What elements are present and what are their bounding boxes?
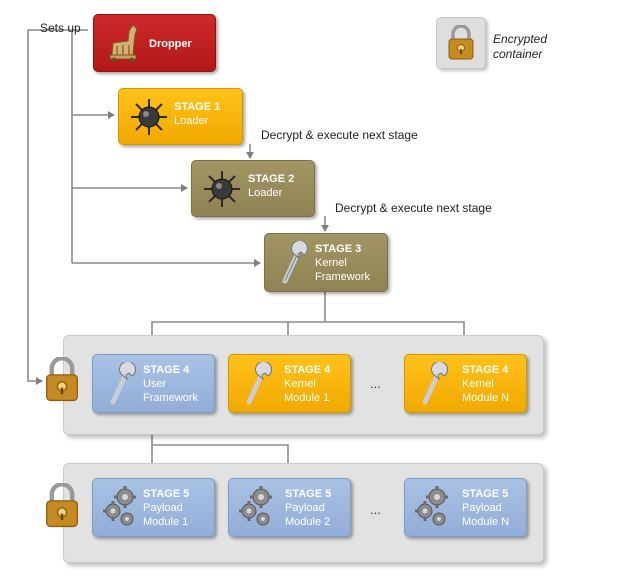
wrench-icon bbox=[246, 362, 272, 405]
stage4-kernel-module-1-box: STAGE 4 Kernel Module 1 bbox=[228, 354, 351, 413]
wrench-icon bbox=[282, 241, 308, 284]
stage2-loader-box: STAGE 2 Loader bbox=[191, 160, 315, 217]
dropper-box: Dropper bbox=[93, 14, 216, 72]
stage5-line3: Module N bbox=[462, 516, 510, 528]
stage5-ellipsis: ... bbox=[370, 502, 381, 517]
gears-icon bbox=[239, 486, 272, 526]
padlock-icon bbox=[46, 357, 78, 402]
stage4-line3: Module 1 bbox=[284, 392, 330, 404]
gears-icon bbox=[415, 486, 448, 526]
stage4-title: STAGE 4 bbox=[462, 364, 509, 376]
setup-connector bbox=[71, 29, 88, 263]
spiky-mine-icon bbox=[131, 99, 167, 135]
padlock-icon bbox=[448, 25, 474, 60]
legend-line1: Encrypted bbox=[493, 32, 548, 46]
stage5-title: STAGE 5 bbox=[143, 488, 190, 500]
stage5-payload-module-n-box: STAGE 5 Payload Module N bbox=[404, 478, 527, 537]
stage1-subtitle: Loader bbox=[174, 115, 209, 127]
stage4-line2: User bbox=[143, 378, 167, 390]
trojan-horse-icon bbox=[109, 24, 138, 63]
stage1-loader-box: STAGE 1 Loader bbox=[118, 88, 243, 145]
spiky-mine-icon bbox=[204, 171, 240, 207]
stage5-line2: Payload bbox=[462, 502, 502, 514]
stage3-line2: Kernel bbox=[315, 257, 347, 269]
decrypt-execute-label-1: Decrypt & execute next stage bbox=[261, 128, 418, 142]
stage5-title: STAGE 5 bbox=[462, 488, 509, 500]
stage5-line3: Module 2 bbox=[285, 516, 331, 528]
stage4-title: STAGE 4 bbox=[143, 364, 190, 376]
stage2-title: STAGE 2 bbox=[248, 173, 295, 185]
padlock-icon bbox=[46, 483, 78, 528]
setup-connector bbox=[27, 29, 72, 385]
dropper-title: Dropper bbox=[149, 38, 192, 50]
gears-icon bbox=[103, 486, 136, 526]
stage4-line3: Module N bbox=[462, 392, 510, 404]
stage4-line2: Kernel bbox=[284, 378, 316, 390]
stage5-line2: Payload bbox=[285, 502, 325, 514]
decrypt-execute-label-2: Decrypt & execute next stage bbox=[335, 201, 492, 215]
legend-label: Encrypted container bbox=[493, 32, 547, 62]
stage5-payload-module-2-box: STAGE 5 Payload Module 2 bbox=[228, 478, 351, 537]
sets-up-label: Sets up bbox=[40, 21, 81, 35]
stage4-title: STAGE 4 bbox=[284, 364, 331, 376]
legend-container-box bbox=[436, 17, 486, 69]
stage4-user-framework-box: STAGE 4 User Framework bbox=[92, 354, 215, 413]
stage4-line3: Framework bbox=[143, 392, 199, 404]
legend-line2: container bbox=[493, 47, 543, 61]
wrench-icon bbox=[110, 362, 136, 405]
stage5-line2: Payload bbox=[143, 502, 183, 514]
stage3-kernel-framework-box: STAGE 3 Kernel Framework bbox=[264, 233, 388, 292]
stage4-kernel-module-n-box: STAGE 4 Kernel Module N bbox=[404, 354, 527, 413]
stage3-title: STAGE 3 bbox=[315, 243, 362, 255]
stage5-title: STAGE 5 bbox=[285, 488, 332, 500]
stage4-line2: Kernel bbox=[462, 378, 494, 390]
stage5-payload-module-1-box: STAGE 5 Payload Module 1 bbox=[92, 478, 215, 537]
stage2-subtitle: Loader bbox=[248, 187, 283, 199]
stage3-line3: Framework bbox=[315, 271, 371, 283]
stage1-title: STAGE 1 bbox=[174, 101, 221, 113]
stage5-line3: Module 1 bbox=[143, 516, 189, 528]
stage4-ellipsis: ... bbox=[370, 376, 381, 391]
wrench-icon bbox=[422, 362, 448, 405]
